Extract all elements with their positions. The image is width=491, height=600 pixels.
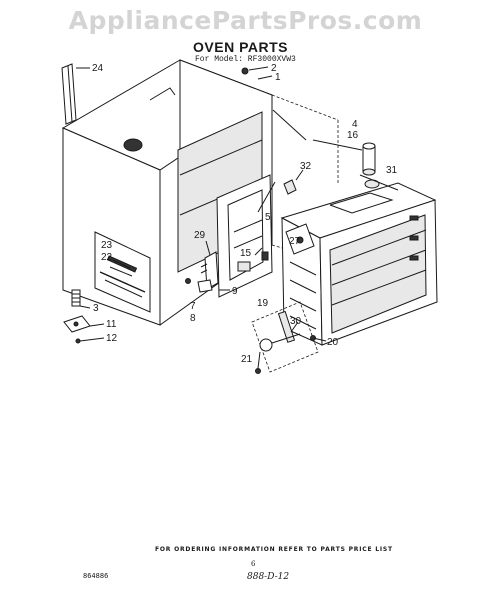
callout-15: 15 <box>240 248 252 259</box>
part-29-bracket <box>200 251 219 290</box>
callout-4: 4 <box>352 119 358 130</box>
callout-labels: 24 2 1 4 16 32 31 5 29 27 15 23 22 9 3 7… <box>92 63 398 365</box>
oven-front-frame <box>216 174 273 298</box>
part-2-screw <box>241 67 249 75</box>
part-12-screw <box>75 338 81 344</box>
page-number: 6 <box>251 560 256 568</box>
callout-5: 5 <box>265 212 271 223</box>
callout-16: 16 <box>347 130 359 141</box>
callout-23: 23 <box>101 240 113 251</box>
diagram-title: OVEN PARTS <box>193 39 288 55</box>
part-3-leveling-leg <box>71 289 81 307</box>
callout-31: 31 <box>386 165 398 176</box>
callout-1: 1 <box>275 72 281 83</box>
callout-21: 21 <box>241 354 253 365</box>
callout-30: 30 <box>290 316 302 327</box>
part-32-clip <box>283 179 297 195</box>
callout-3: 3 <box>93 303 99 314</box>
model-subtitle: For Model: RF3000XVW3 <box>195 55 296 64</box>
callout-9: 9 <box>232 286 238 297</box>
callout-20: 20 <box>327 337 339 348</box>
callout-8: 8 <box>190 313 196 324</box>
callout-24: 24 <box>92 63 104 74</box>
callout-7: 7 <box>190 301 196 312</box>
callout-2: 2 <box>271 63 277 74</box>
part-7-screw <box>185 278 191 284</box>
part-8-clip <box>197 279 213 293</box>
callout-32: 32 <box>300 161 312 172</box>
handwritten-code: 888-D-12 <box>247 572 290 582</box>
callout-19: 19 <box>257 298 269 309</box>
oven-liner <box>280 179 438 346</box>
ordering-footer: FOR ORDERING INFORMATION REFER TO PARTS … <box>155 546 393 553</box>
callout-11: 11 <box>106 319 117 330</box>
document-part-number: 864886 <box>83 572 109 580</box>
watermark: AppliancePartsPros.com <box>68 6 423 35</box>
part-19-sensor-assembly <box>251 301 319 374</box>
callout-22: 22 <box>101 252 113 263</box>
callout-27: 27 <box>289 236 301 247</box>
leader-lines <box>76 67 399 342</box>
callout-12: 12 <box>106 333 118 344</box>
part-16-cylinder <box>362 142 376 176</box>
part-24-hinge-bar <box>61 63 88 125</box>
callout-29: 29 <box>194 230 206 241</box>
